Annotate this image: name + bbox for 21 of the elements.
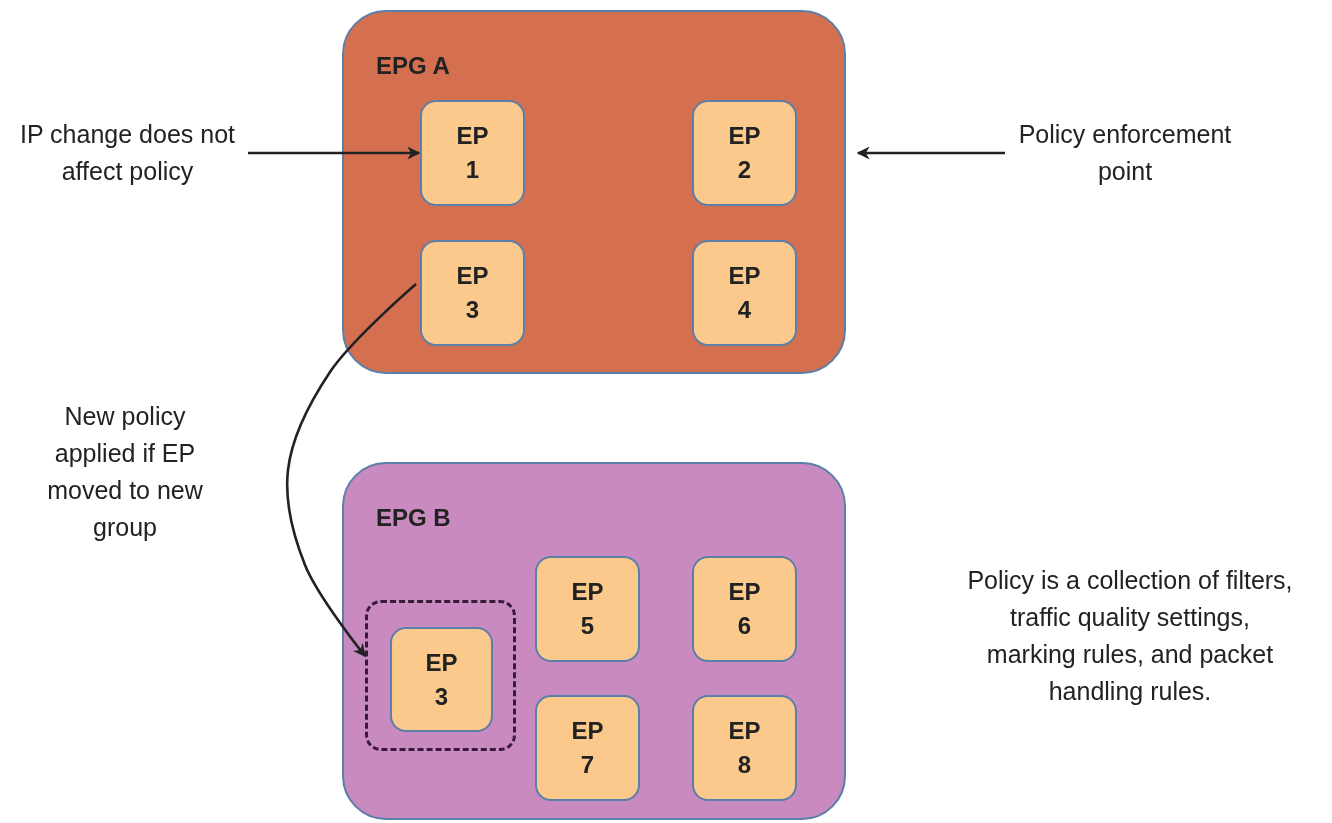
arrow [856,146,1005,160]
endpoint-box: EP 7 [535,695,640,801]
group-title: EPG B [376,504,451,532]
arrow [248,146,421,160]
annotation-text: IP change does not affect policy [19,119,236,187]
group-container [342,10,846,374]
endpoint-box: EP 5 [535,556,640,662]
endpoint-box: EP 1 [420,100,525,206]
group-title: EPG A [376,52,450,80]
annotation-text: Policy enforcement point [1017,119,1233,187]
endpoint-box: EP 2 [692,100,797,206]
endpoint-box: EP 6 [692,556,797,662]
arrow [285,283,417,657]
note-text: New policy applied if EP moved to new group [46,401,204,543]
endpoint-box: EP 3 [420,240,525,346]
endpoint-box: EP 3 [390,627,493,732]
endpoint-box: EP 8 [692,695,797,801]
endpoint-box: EP 4 [692,240,797,346]
dashed-box [365,600,516,751]
group-container [342,462,846,820]
note-text: Policy is a collection of filters, traffic quality settings, marking rules, and packet handling rules. [966,565,1294,707]
